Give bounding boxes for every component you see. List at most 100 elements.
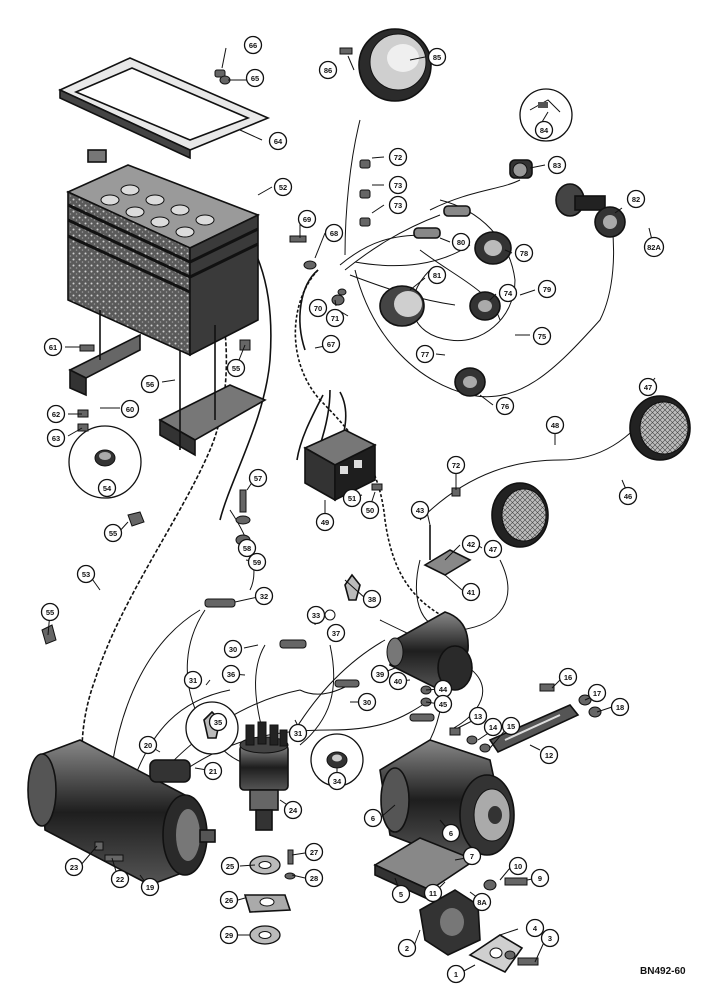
callout-label: 53 [82, 570, 90, 579]
callout-label: 9 [538, 874, 542, 883]
callout-label: 39 [376, 670, 384, 679]
callout-label: 25 [226, 862, 234, 871]
callout-c34: 34 [327, 771, 347, 791]
callout-label: 30 [363, 698, 371, 707]
callout-c86: 86 [318, 60, 338, 80]
callout-label: 6 [371, 814, 375, 823]
callout-c71: 71 [325, 308, 345, 328]
callout-c36: 36 [221, 664, 241, 684]
callout-c72b: 72 [446, 455, 466, 475]
callout-label: 37 [332, 629, 340, 638]
callout-c54: 54 [97, 478, 117, 498]
callout-label: 55 [46, 608, 54, 617]
light-bracket [423, 525, 472, 576]
callout-c47b: 47 [483, 539, 503, 559]
callout-label: 16 [564, 673, 572, 682]
callout-label: 48 [551, 421, 559, 430]
voltage-regulator [303, 429, 377, 502]
callout-c73b: 73 [388, 195, 408, 215]
callout-label: 76 [501, 402, 509, 411]
callout-c67: 67 [321, 334, 341, 354]
callout-label: 68 [330, 229, 338, 238]
callout-label: 46 [624, 492, 632, 501]
callout-label: 78 [520, 249, 528, 258]
callout-label: 6 [449, 829, 453, 838]
gauge-76 [454, 367, 486, 397]
callout-c6b: 6 [441, 823, 461, 843]
callout-c57: 57 [248, 468, 268, 488]
callout-label: 73 [394, 201, 402, 210]
callout-c82a: 82A [643, 236, 665, 258]
callout-c50: 50 [360, 500, 380, 520]
callout-c62: 62 [46, 404, 66, 424]
callout-c1: 1 [446, 964, 466, 984]
callout-c31b: 31 [288, 723, 308, 743]
callout-label: 50 [366, 506, 374, 515]
callout-c84: 84 [534, 120, 554, 140]
callout-label: 5 [399, 890, 403, 899]
callout-c28: 28 [304, 868, 324, 888]
callout-c18: 18 [610, 697, 630, 717]
callout-label: 32 [260, 592, 268, 601]
distributor [239, 721, 289, 831]
gauge-74 [469, 291, 501, 321]
callout-label: 55 [109, 529, 117, 538]
mount-bracket [419, 889, 481, 956]
callout-label: 24 [289, 806, 298, 815]
callout-c19: 19 [140, 877, 160, 897]
callout-c72a: 72 [388, 147, 408, 167]
callout-c41: 41 [461, 582, 481, 602]
callout-c25: 25 [220, 856, 240, 876]
callout-label: 11 [429, 889, 437, 898]
callout-label: 2 [405, 944, 409, 953]
callout-c64: 64 [268, 131, 288, 151]
callout-label: 69 [303, 215, 311, 224]
callout-label: 10 [514, 862, 522, 871]
callout-c68: 68 [324, 223, 344, 243]
callout-c73a: 73 [388, 175, 408, 195]
battery [66, 149, 261, 357]
callout-label: 62 [52, 410, 60, 419]
callout-label: 35 [214, 718, 222, 727]
callout-c74: 74 [498, 283, 518, 303]
callout-label: 79 [543, 285, 551, 294]
light-switch [555, 183, 626, 238]
starter-motor [27, 739, 216, 886]
callout-label: 70 [314, 304, 322, 313]
callout-c31a: 31 [183, 670, 203, 690]
callout-label: 84 [540, 126, 549, 135]
callout-label: 52 [279, 183, 287, 192]
callout-c65: 65 [245, 68, 265, 88]
callout-label: 20 [144, 741, 152, 750]
callout-label: 67 [327, 340, 335, 349]
callout-label: 71 [331, 314, 339, 323]
callout-label: 29 [225, 931, 233, 940]
callout-c21: 21 [203, 761, 223, 781]
callout-c55c: 55 [40, 602, 60, 622]
callout-label: 33 [312, 611, 320, 620]
callout-label: 80 [457, 238, 465, 247]
callout-label: 40 [394, 677, 402, 686]
callout-c63: 63 [46, 428, 66, 448]
callout-c55a: 55 [226, 358, 246, 378]
callout-label: 44 [439, 685, 448, 694]
callout-label: 18 [616, 703, 624, 712]
callout-label: 28 [310, 874, 318, 883]
callout-c43: 43 [410, 500, 430, 520]
callout-label: 86 [324, 66, 332, 75]
callout-c70: 70 [308, 298, 328, 318]
callout-label: 15 [507, 722, 515, 731]
callout-c3: 3 [540, 928, 560, 948]
callout-c30b: 30 [357, 692, 377, 712]
callout-label: 85 [433, 53, 441, 62]
callout-c14: 14 [483, 717, 503, 737]
callout-label: 43 [416, 506, 424, 515]
gauge-78 [474, 231, 512, 265]
drawing-reference-code: BN492-60 [640, 966, 686, 977]
callout-c69: 69 [297, 209, 317, 229]
callout-label: 72 [452, 461, 460, 470]
callout-label: 51 [348, 494, 356, 503]
callout-label: 56 [146, 380, 154, 389]
callout-label: 59 [253, 558, 261, 567]
callout-label: 31 [294, 729, 302, 738]
